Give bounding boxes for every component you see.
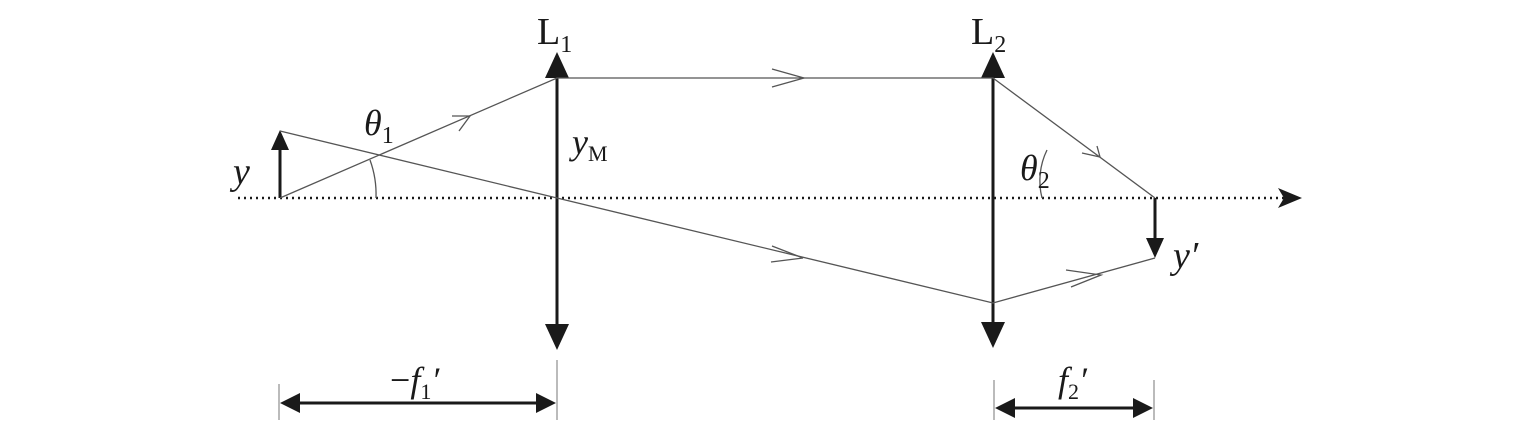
lens-2-top-arrow (981, 52, 1005, 78)
chief-ray-arrow-1 (770, 245, 804, 263)
focal-2-label: f2′ (1058, 360, 1088, 404)
marginal-ray-arrow-3 (1081, 145, 1101, 158)
lens-1-bottom-arrow (545, 324, 569, 350)
theta-1-arc (369, 159, 377, 199)
marginal-ray (279, 77, 1156, 199)
focal-1-label: −f1′ (390, 360, 440, 404)
theta-2-label: θ2 (1020, 148, 1050, 194)
focal-1-dimension-right-head (536, 393, 556, 413)
object-arrowhead (271, 130, 289, 150)
lens-2-label: L2 (971, 11, 1006, 58)
object-label: y (229, 151, 250, 193)
image-label: y′ (1169, 235, 1199, 277)
lens-1-top-arrow (545, 52, 569, 78)
focal-2-dimension-left-head (995, 398, 1015, 418)
image-arrowhead (1146, 238, 1164, 258)
chief-ray (279, 130, 1156, 304)
focal-1-dimension-left-head (280, 393, 300, 413)
marginal-ray-arrow-1 (452, 115, 472, 132)
chief-ray-arrow-2 (1065, 269, 1104, 288)
optical-axis-arrowhead (1278, 188, 1302, 208)
theta-2-arc (1039, 149, 1048, 199)
focal-2-dimension-right-head (1133, 398, 1153, 418)
marginal-ray-arrow-2 (771, 68, 807, 88)
marginal-height-label: yM (569, 122, 608, 166)
lens-1-label: L1 (537, 11, 572, 58)
theta-1-label: θ1 (364, 103, 394, 149)
lens-2-bottom-arrow (981, 322, 1005, 348)
